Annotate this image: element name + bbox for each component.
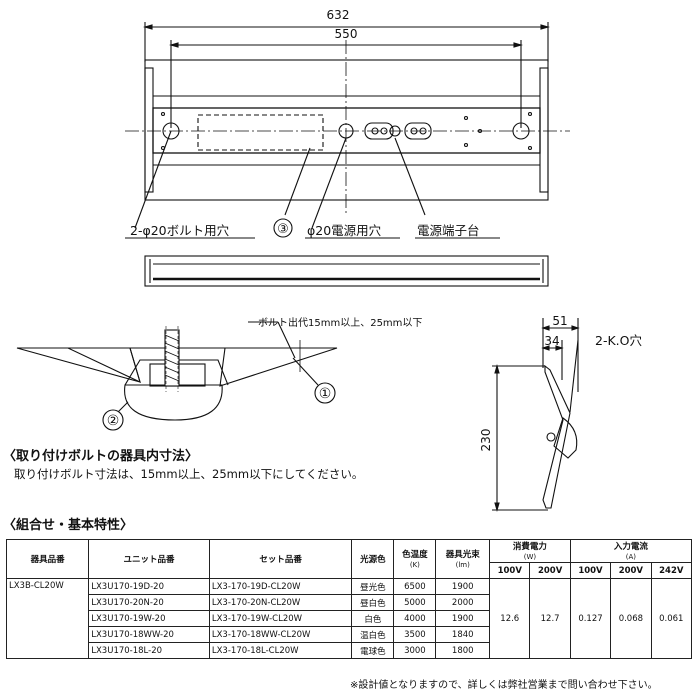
footnote: ※設計値となりますので、詳しくは弊社営業まで問い合わせ下さい。: [350, 680, 658, 691]
section-view: [16, 321, 338, 431]
hdr-light: 光源色: [351, 539, 395, 579]
temp-cell: 3500: [393, 626, 437, 643]
set-cell: LX3-170-19D-CL20W: [208, 578, 353, 595]
current-242: 0.061: [650, 578, 693, 659]
dim-230-label: 230: [479, 429, 493, 452]
fixture-no: LX3B-CL20W: [5, 578, 90, 659]
bolt-hole-callout: 2-φ20ボルト用穴: [130, 223, 230, 238]
light-cell: 昼白色: [351, 594, 395, 611]
flux-cell: 1800: [435, 642, 491, 659]
power-hole-callout: φ20電源用穴: [307, 223, 382, 238]
hdr-current: 入力電流(A): [569, 539, 693, 563]
top-view: [125, 22, 570, 239]
unit-cell: LX3U170-19W-20: [88, 610, 210, 627]
dim-632-label: 632: [327, 8, 350, 22]
set-cell: LX3-170-19W-CL20W: [208, 610, 353, 627]
temp-cell: 6500: [393, 578, 437, 595]
dim-550-label: 550: [335, 27, 358, 41]
table-row: LX3U170-20N-20 LX3-170-20N-CL20W 昼白色 500…: [7, 594, 692, 611]
end-view: [492, 318, 580, 513]
hdr-v100-current: 100V: [569, 562, 612, 579]
flux-cell: 1900: [435, 578, 491, 595]
side-view: [144, 255, 549, 287]
table-row: LX3B-CL20W LX3U170-19D-20 LX3-170-19D-CL…: [5, 578, 693, 659]
unit-cell: LX3U170-20N-20: [88, 594, 210, 611]
unit-cell: LX3U170-19D-20: [88, 578, 210, 595]
spec-heading: 〈組合せ・基本特性〉: [3, 518, 134, 533]
table-row: LX3U170-18WW-20 LX3-170-18WW-CL20W 温白色 3…: [7, 626, 692, 643]
hdr-power: 消費電力(W): [489, 539, 571, 563]
spec-table: 器具品番 ユニット品番 セット品番 光源色 色温度(K) 器具光束(lm) 消費…: [5, 539, 693, 659]
callout-2: ②: [107, 413, 120, 429]
unit-cell: LX3U170-18WW-20: [88, 626, 210, 643]
dim-51-label: 51: [552, 314, 567, 328]
bolt-heading: 〈取り付けボルトの器具内寸法〉: [3, 449, 199, 464]
fixture-drawing: 632 550 2-φ20ボルト用穴 ③ φ20電源用穴 電源端子台 ボルト出代…: [16, 8, 642, 513]
temp-cell: 3000: [393, 642, 437, 659]
current-200: 0.068: [610, 578, 652, 659]
hdr-flux: 器具光束(lm): [435, 539, 491, 579]
terminal-callout: 電源端子台: [417, 223, 480, 238]
hdr-v200-current: 200V: [610, 562, 652, 579]
flux-cell: 2000: [435, 594, 491, 611]
set-cell: LX3-170-18L-CL20W: [208, 642, 353, 659]
light-cell: 昼光色: [351, 578, 395, 595]
temp-cell: 4000: [393, 610, 437, 627]
hdr-v200-power: 200V: [529, 562, 571, 579]
hdr-v100-power: 100V: [489, 562, 531, 579]
dim-34-label: 34: [544, 334, 559, 348]
set-cell: LX3-170-18WW-CL20W: [208, 626, 353, 643]
light-cell: 電球色: [351, 642, 395, 659]
hdr-set: セット品番: [208, 539, 353, 579]
bolt-text: 取り付けボルト寸法は、15mm以上、25mm以下にしてください。: [14, 467, 364, 481]
current-100: 0.127: [569, 578, 612, 659]
hdr-unit: ユニット品番: [88, 539, 210, 579]
hdr-fixture: 器具品番: [5, 539, 90, 579]
flux-cell: 1900: [435, 610, 491, 627]
flux-cell: 1840: [435, 626, 491, 643]
temp-cell: 5000: [393, 594, 437, 611]
ko-hole-label: 2-K.O穴: [595, 333, 642, 348]
callout-3: ③: [277, 222, 289, 237]
table-row: LX3U170-18L-20 LX3-170-18L-CL20W 電球色 300…: [7, 642, 692, 659]
callout-1: ①: [319, 386, 332, 402]
bolt-note: ボルト出代15mm以上、25mm以下: [258, 316, 422, 329]
unit-cell: LX3U170-18L-20: [88, 642, 210, 659]
light-cell: 白色: [351, 610, 395, 627]
set-cell: LX3-170-20N-CL20W: [208, 594, 353, 611]
power-100: 12.6: [489, 578, 531, 659]
power-200: 12.7: [529, 578, 571, 659]
light-cell: 温白色: [351, 626, 395, 643]
hdr-v242-current: 242V: [650, 562, 693, 579]
hdr-temp: 色温度(K): [393, 539, 437, 579]
